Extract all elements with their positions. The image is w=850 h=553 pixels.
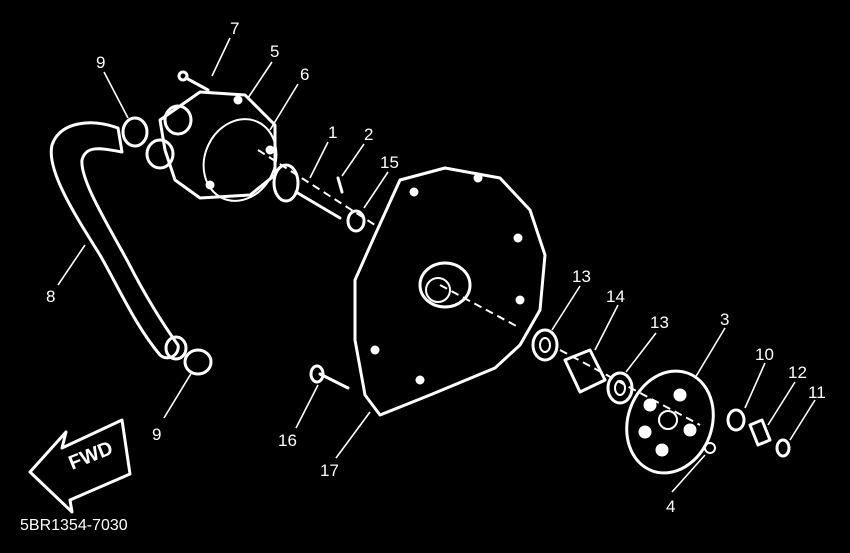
callout-2: 2	[364, 125, 373, 144]
drive-plate	[625, 369, 715, 475]
callout-14: 14	[606, 287, 625, 306]
o-ring	[202, 118, 278, 202]
callout-16: 16	[278, 431, 297, 450]
drawing-code: 5BR1354-7030	[20, 517, 128, 534]
bearing-inner	[531, 328, 559, 362]
nut	[748, 418, 772, 447]
callout-4: 4	[666, 497, 675, 516]
impeller-shaft	[272, 163, 342, 220]
callout-9-lower: 9	[152, 425, 161, 444]
callout-13-inner: 13	[572, 267, 591, 286]
small-washer	[775, 438, 791, 458]
pin	[336, 176, 344, 194]
callout-11: 11	[808, 383, 826, 402]
callout-12: 12	[788, 363, 807, 382]
callout-10: 10	[755, 345, 774, 364]
callout-13-outer: 13	[650, 313, 669, 332]
bearing-outer	[606, 371, 634, 405]
circlip	[704, 442, 716, 454]
leader-lines	[57, 37, 816, 493]
callout-15: 15	[380, 153, 399, 172]
callout-3: 3	[720, 310, 729, 329]
water-pump-housing	[145, 90, 277, 200]
callout-6: 6	[300, 65, 309, 84]
hose-clamp-lower	[164, 335, 213, 376]
callout-9-upper: 9	[96, 53, 105, 72]
housing-bolt	[177, 70, 210, 92]
callout-5: 5	[270, 42, 279, 61]
crankcase-cover	[353, 166, 547, 417]
oil-seal	[346, 209, 366, 233]
cover-bolt	[309, 364, 350, 390]
forward-arrow: FWD	[28, 418, 132, 514]
hose-clamp-upper	[121, 116, 149, 148]
callout-8: 8	[46, 287, 55, 306]
callout-7: 7	[230, 19, 239, 38]
collar	[563, 348, 607, 394]
coolant-hose	[49, 121, 180, 360]
callout-17: 17	[320, 461, 339, 480]
callout-1: 1	[328, 123, 337, 142]
washer	[726, 408, 746, 432]
